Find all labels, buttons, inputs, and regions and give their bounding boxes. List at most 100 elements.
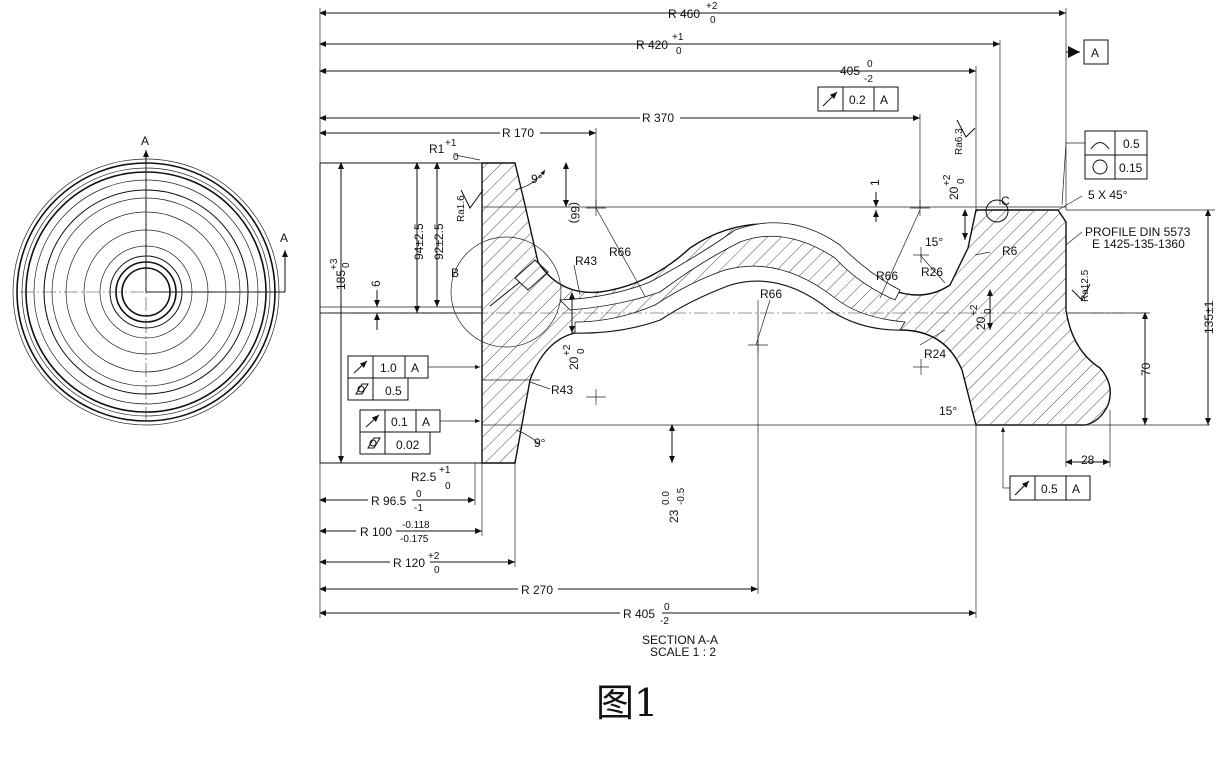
svg-text:0: 0 bbox=[956, 178, 967, 184]
svg-text:0: 0 bbox=[416, 489, 422, 500]
svg-text:+2: +2 bbox=[942, 174, 953, 186]
detail-c-circle bbox=[985, 199, 1009, 223]
svg-text:-1: -1 bbox=[414, 503, 423, 514]
svg-text:0: 0 bbox=[983, 308, 994, 314]
label-r6: R6 bbox=[1002, 244, 1018, 258]
datum-a-box bbox=[1083, 39, 1109, 65]
svg-text:A: A bbox=[411, 361, 419, 375]
radius-leaders bbox=[529, 207, 991, 390]
dim-20-left: 20 bbox=[567, 356, 581, 370]
svg-text:-0.118: -0.118 bbox=[402, 520, 430, 531]
svg-text:0: 0 bbox=[434, 565, 440, 576]
roughness-ra63: Ra6.3 bbox=[954, 128, 965, 155]
svg-text:+2: +2 bbox=[706, 1, 718, 12]
section-profile bbox=[319, 162, 1210, 464]
svg-text:A: A bbox=[1072, 482, 1080, 496]
dim-20-top: 20 bbox=[947, 186, 961, 200]
fcf-top-runout bbox=[817, 86, 899, 112]
svg-text:-2: -2 bbox=[660, 616, 669, 627]
profile-note-line1: PROFILE DIN 5573 bbox=[1085, 225, 1191, 239]
dim-1: 1 bbox=[868, 179, 882, 186]
fcf-right-profile bbox=[1061, 130, 1148, 206]
dim-r460: R 460 bbox=[668, 7, 700, 21]
section-scale: SCALE 1 : 2 bbox=[650, 645, 716, 659]
svg-text:0: 0 bbox=[576, 348, 587, 354]
dim-r405-bottom: R 405 bbox=[623, 607, 655, 621]
svg-text:0: 0 bbox=[341, 262, 352, 268]
detail-b-label: B bbox=[451, 266, 459, 280]
vertical-dimension-lines bbox=[338, 162, 1215, 467]
svg-text:+1: +1 bbox=[672, 32, 684, 43]
svg-text:0.5: 0.5 bbox=[1123, 137, 1140, 151]
label-r66-right: R66 bbox=[876, 269, 898, 283]
svg-text:0: 0 bbox=[445, 481, 451, 492]
svg-text:1.0: 1.0 bbox=[380, 361, 397, 375]
label-r26: R26 bbox=[921, 265, 943, 279]
dim-94: 94±2.5 bbox=[412, 223, 426, 260]
svg-text:+1: +1 bbox=[439, 465, 451, 476]
dim-r96-5: R 96.5 bbox=[371, 494, 407, 508]
angle-9-bottom: 9° bbox=[534, 436, 546, 450]
section-marker-top: A bbox=[141, 134, 149, 148]
label-r43-bottom: R43 bbox=[551, 383, 573, 397]
dim-r2-5: R2.5 bbox=[411, 470, 437, 484]
dim-6: 6 bbox=[369, 280, 383, 287]
fcf-bottom-runout bbox=[1000, 427, 1091, 501]
runout-arrow-icon bbox=[1014, 480, 1030, 496]
svg-text:+2: +2 bbox=[428, 551, 440, 562]
figure-caption: 图1 bbox=[596, 681, 659, 725]
dim-r100: R 100 bbox=[360, 525, 392, 539]
svg-text:0.5: 0.5 bbox=[1041, 482, 1058, 496]
label-r24: R24 bbox=[924, 347, 946, 361]
svg-text:0: 0 bbox=[710, 15, 716, 26]
label-r43-top: R43 bbox=[575, 254, 597, 268]
angle-15-top: 15° bbox=[925, 235, 943, 249]
dim-r120: R 120 bbox=[393, 556, 425, 570]
svg-text:0: 0 bbox=[453, 152, 459, 163]
dim-r370: R 370 bbox=[642, 111, 674, 125]
dim-66: (66) bbox=[568, 202, 582, 223]
roughness-ra125: Ra12.5 bbox=[1080, 269, 1091, 302]
svg-text:0.1: 0.1 bbox=[391, 415, 408, 429]
dim-28: 28 bbox=[1081, 453, 1095, 467]
svg-text:A: A bbox=[422, 415, 430, 429]
svg-text:+2: +2 bbox=[562, 344, 573, 356]
chamfer-note: 5 X 45° bbox=[1088, 188, 1128, 202]
cylindricity-icon bbox=[355, 383, 369, 395]
detail-c-label: C bbox=[1001, 194, 1010, 208]
end-view bbox=[12, 150, 288, 426]
roughness-ra16: Ra1.6 bbox=[456, 195, 467, 222]
bottom-dimension-lines bbox=[319, 300, 977, 618]
fcf-left-1 bbox=[347, 355, 480, 401]
svg-text:0.5: 0.5 bbox=[385, 384, 402, 398]
svg-text:-0.5: -0.5 bbox=[676, 487, 687, 505]
cylindricity-icon bbox=[367, 437, 381, 449]
dim-185: 185 bbox=[334, 270, 348, 290]
dim-r170: R 170 bbox=[502, 126, 534, 140]
fcf-left-2 bbox=[359, 409, 480, 455]
dim-135: 135±1 bbox=[1202, 300, 1216, 334]
profile-note-line2: E 1425-135-1360 bbox=[1092, 237, 1185, 251]
dim-23: 23 bbox=[667, 509, 681, 523]
runout-arrow-icon bbox=[365, 414, 380, 428]
detail-b-circle bbox=[450, 236, 562, 348]
dim-92: 92±2.5 bbox=[432, 223, 446, 260]
circularity-icon bbox=[1092, 159, 1108, 175]
svg-text:A: A bbox=[880, 93, 888, 107]
label-r66-mid: R66 bbox=[760, 287, 782, 301]
svg-text:0.02: 0.02 bbox=[396, 438, 420, 452]
angle-15-bottom: 15° bbox=[939, 404, 957, 418]
dim-20-right: 20 bbox=[974, 316, 988, 330]
section-marker-right: A bbox=[280, 231, 288, 245]
svg-text:0.2: 0.2 bbox=[849, 93, 866, 107]
svg-text:+2: +2 bbox=[969, 304, 980, 316]
svg-text:-2: -2 bbox=[864, 74, 873, 85]
top-dimension-lines bbox=[319, 8, 1067, 470]
svg-text:-0.175: -0.175 bbox=[400, 534, 429, 545]
profile-of-line-icon bbox=[1090, 142, 1110, 150]
runout-arrow-icon bbox=[353, 360, 368, 374]
section-title: SECTION A-A bbox=[642, 633, 718, 647]
svg-text:+3: +3 bbox=[329, 258, 340, 270]
dim-70: 70 bbox=[1139, 362, 1153, 376]
svg-text:0: 0 bbox=[867, 59, 873, 70]
